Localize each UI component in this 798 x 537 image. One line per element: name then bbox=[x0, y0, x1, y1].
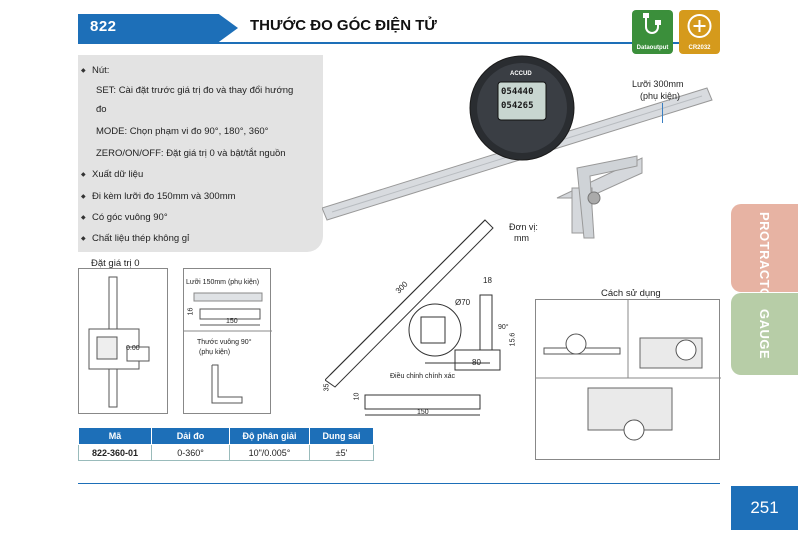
col-range: Dải đo bbox=[151, 427, 230, 445]
dim-35: 35 bbox=[323, 383, 331, 392]
zero-set-label: Đặt giá trị 0 bbox=[91, 258, 140, 269]
zero-set-diagram bbox=[78, 268, 168, 414]
spec-table: Mã Dải đo Độ phân giải Dung sai 822-360-… bbox=[78, 427, 374, 461]
accessories-diagram bbox=[183, 268, 272, 414]
blade-150-dim-150: 150 bbox=[226, 318, 238, 325]
dim-18: 18 bbox=[483, 276, 492, 285]
header-divider bbox=[78, 42, 720, 44]
usage-diagram bbox=[535, 299, 721, 460]
feature-mode: MODE: Chọn phạm vi đo 90°, 180°, 360° bbox=[96, 126, 269, 137]
square-label: Thước vuông 90° bbox=[197, 339, 252, 346]
cell-resolution: 10"/0.005° bbox=[229, 444, 310, 461]
display-bottom-value: 054265 bbox=[501, 101, 534, 111]
page-number: 251 bbox=[731, 486, 798, 530]
usage-label: Cách sử dụng bbox=[601, 288, 661, 299]
cell-code: 822-360-01 bbox=[78, 444, 152, 461]
accessories-drawing bbox=[184, 292, 272, 404]
product-photo bbox=[322, 55, 713, 239]
cell-tolerance: ±5' bbox=[309, 444, 374, 461]
display-top-value: 054440 bbox=[501, 87, 534, 97]
dim-150: 150 bbox=[417, 409, 429, 416]
battery-badge: CR2032 bbox=[679, 10, 720, 54]
footer-divider bbox=[78, 483, 720, 484]
blade-300-label: Lưỡi 300mm bbox=[632, 79, 684, 89]
battery-label: CR2032 bbox=[688, 45, 711, 51]
technical-drawing bbox=[325, 219, 501, 416]
dim-15-6: 15.6 bbox=[509, 332, 517, 347]
data-output-badge: Dataoutput bbox=[632, 10, 673, 54]
feature-item: Chất liệu thép không gỉ bbox=[81, 233, 189, 244]
data-output-label: Dataoutput bbox=[636, 45, 669, 51]
product-brand: ACCUD bbox=[510, 71, 532, 77]
feature-item: Đi kèm lưỡi đo 150mm và 300mm bbox=[81, 191, 235, 202]
unit-label: Đơn vị: bbox=[509, 222, 538, 232]
blade-150-dim-16: 16 bbox=[187, 307, 195, 316]
blade-150-label: Lưỡi 150mm (phụ kiện) bbox=[186, 279, 260, 286]
blade-300-sublabel: (phụ kiện) bbox=[640, 91, 681, 101]
usb-plug-icon bbox=[643, 13, 661, 34]
fine-adjust-label: Điều chỉnh chính xác bbox=[390, 373, 455, 380]
zero-set-drawing bbox=[88, 276, 150, 408]
usage-drawing bbox=[536, 300, 721, 441]
features-box: Nút: SET: Cài đặt trước giá trị đo và th… bbox=[78, 55, 323, 252]
dim-10: 10 bbox=[353, 392, 361, 401]
col-code: Mã bbox=[78, 427, 152, 445]
feature-set-cont: đo bbox=[96, 104, 107, 115]
square-sublabel: (phụ kiện) bbox=[199, 349, 231, 356]
zero-set-display: 0.00 bbox=[126, 345, 140, 352]
tab-gauge-label: GAUGE bbox=[757, 309, 772, 360]
tab-protractor[interactable]: PROTRACTOR bbox=[731, 204, 798, 308]
page-title: THƯỚC ĐO GÓC ĐIỆN TỬ bbox=[250, 17, 437, 34]
tab-protractor-label: PROTRACTOR bbox=[757, 212, 772, 309]
feature-item: Xuất dữ liệu bbox=[81, 169, 143, 180]
feature-zero: ZERO/ON/OFF: Đặt giá trị 0 và bật/tắt ng… bbox=[96, 148, 286, 159]
blade-pointer-line bbox=[662, 103, 663, 123]
cell-range: 0-360° bbox=[151, 444, 230, 461]
col-tolerance: Dung sai bbox=[309, 427, 374, 445]
dim-70: Ø70 bbox=[455, 298, 471, 307]
table-row: 822-360-01 0-360° 10"/0.005° ±5' bbox=[78, 444, 374, 461]
dim-90: 90° bbox=[498, 324, 509, 331]
dim-80: 80 bbox=[472, 358, 481, 367]
unit-value: mm bbox=[514, 233, 529, 243]
feature-set: SET: Cài đặt trước giá trị đo và thay đổ… bbox=[96, 85, 294, 96]
tab-gauge[interactable]: GAUGE bbox=[731, 293, 798, 375]
product-code: 822 bbox=[90, 18, 117, 35]
header-code-bar bbox=[78, 14, 238, 42]
feature-item: Có góc vuông 90° bbox=[81, 212, 168, 223]
coin-battery-icon bbox=[687, 14, 712, 38]
feature-buttons-heading: Nút: bbox=[81, 65, 110, 76]
col-resolution: Độ phân giải bbox=[229, 427, 310, 445]
table-header-row: Mã Dải đo Độ phân giải Dung sai bbox=[78, 427, 374, 445]
